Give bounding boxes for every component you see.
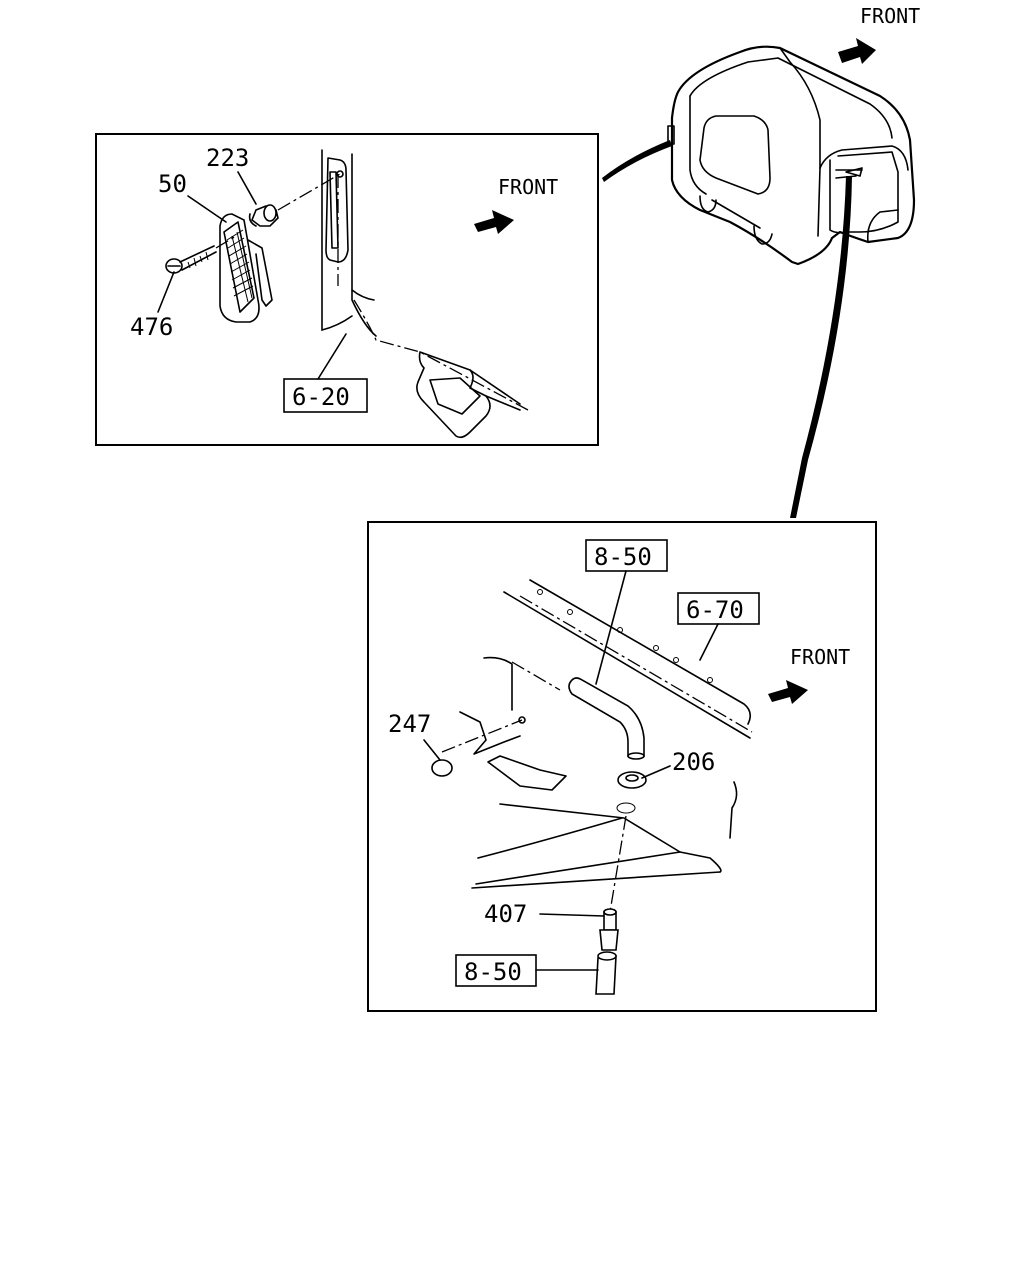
part-407-connector [599,908,619,951]
part-223-clip [248,204,279,227]
front-label-detail2: FRONT [790,645,850,669]
ref-8-50-top: 8-50 [594,543,652,571]
ref-6-20: 6-20 [292,383,350,411]
callout-407: 407 [484,900,527,928]
callout-223: 223 [206,144,249,172]
hose-upper [568,677,645,760]
front-label-top: FRONT [860,4,920,28]
callout-206: 206 [672,748,715,776]
detail-panel-vent: FRONT [95,133,599,446]
leader-curve-detail2 [790,176,852,518]
part-50-vent-grille [219,213,273,323]
callout-476: 476 [130,313,173,341]
cab-overview: FRONT [667,4,920,266]
ref-8-50-bottom: 8-50 [464,958,522,986]
callout-50: 50 [158,170,187,198]
detail-panel-drain: FRONT [367,521,877,1012]
front-label-detail1: FRONT [498,175,558,199]
front-arrow-icon [838,38,876,64]
callout-247: 247 [388,710,431,738]
ref-6-70: 6-70 [686,596,744,624]
part-247-plug [431,759,453,777]
leader-curve-detail1 [602,140,672,182]
front-arrow-icon [768,680,808,704]
part-206-grommet [616,771,647,814]
hose-lower [595,951,617,995]
front-arrow-icon [474,210,514,234]
